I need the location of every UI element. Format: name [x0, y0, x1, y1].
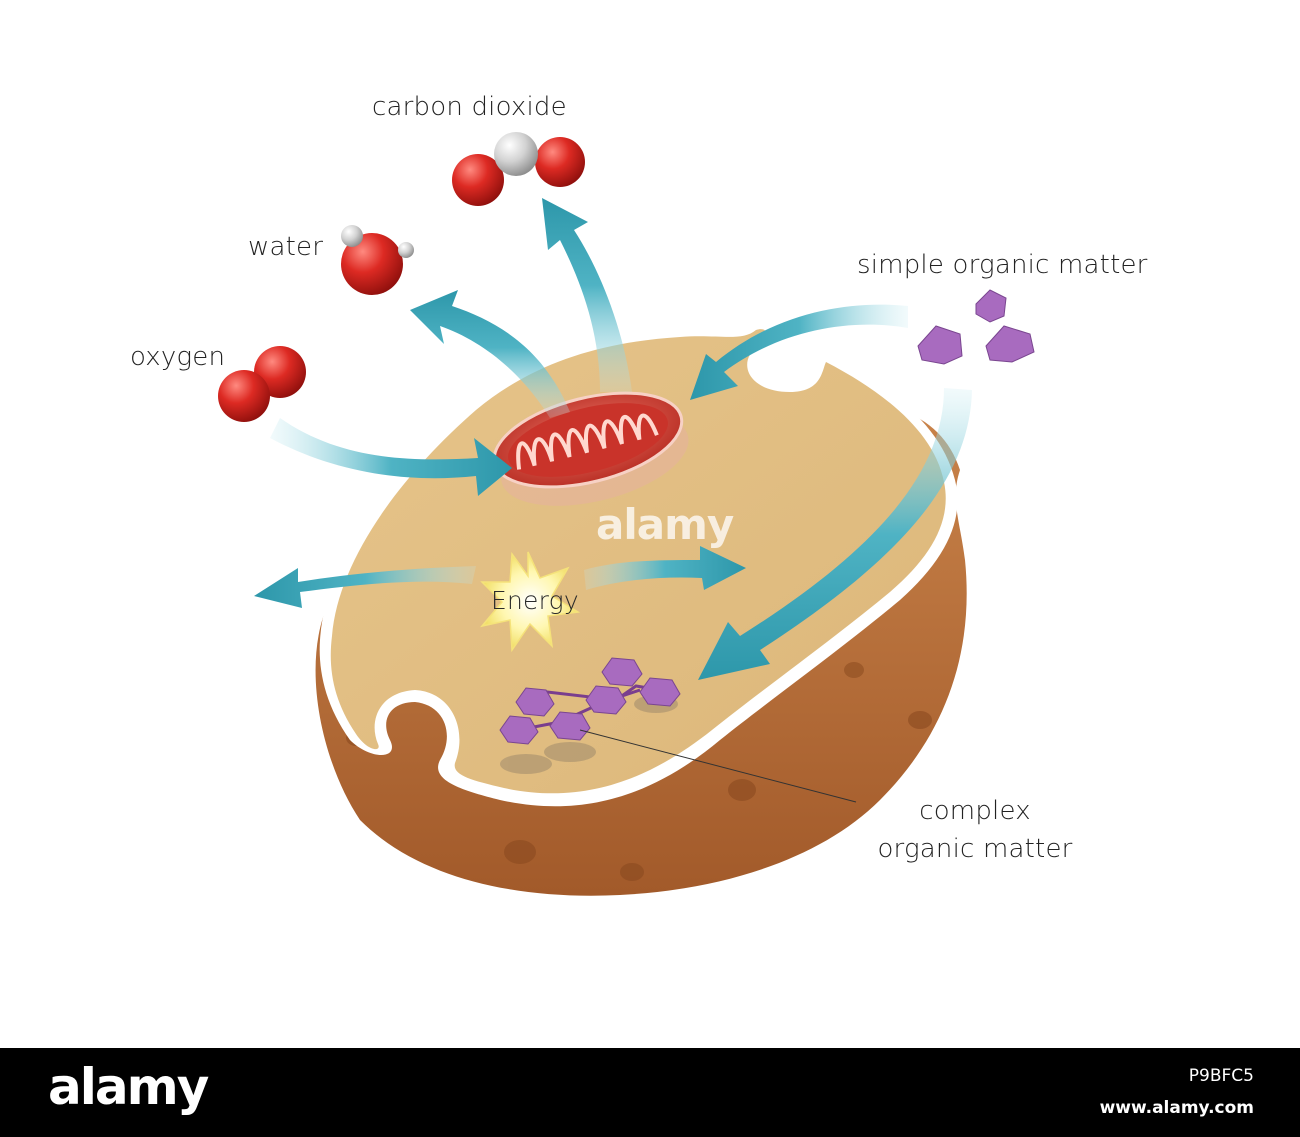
mitochondrion-cristae — [516, 413, 659, 470]
carbon-dioxide-molecule-icon — [452, 132, 585, 206]
arrow-energy-right — [584, 546, 746, 590]
arrow-simple-to-mitochondrion — [690, 304, 908, 400]
cell-pit — [620, 863, 644, 881]
label-simple-organic-matter: simple organic matter — [857, 250, 1148, 280]
oxygen-molecule-icon — [218, 346, 306, 422]
arrow-co2-out — [542, 198, 632, 392]
label-carbon-dioxide: carbon dioxide — [372, 92, 567, 122]
water-molecule-icon — [341, 225, 414, 295]
arrow-energy-left — [254, 566, 476, 608]
complex-organic-leader-line — [579, 729, 857, 803]
energy-star-icon — [480, 551, 581, 653]
diagram-canvas: carbon dioxide water oxygen simple organ… — [130, 92, 1148, 896]
label-energy: Energy — [491, 586, 579, 615]
stock-footer-bar: alamy P9BFC5 www.alamy.com — [0, 1048, 1300, 1137]
complex-organic-matter-icon — [499, 657, 857, 803]
arrow-simple-to-complex — [698, 388, 972, 680]
cell-pit — [504, 840, 536, 864]
simple-organic-matter-icon — [917, 289, 1035, 365]
cell-pit — [728, 779, 756, 801]
cell-respiration-illustration — [218, 132, 1035, 896]
arrow-oxygen-in — [270, 418, 512, 496]
label-oxygen: oxygen — [130, 342, 226, 372]
footer-url: www.alamy.com — [1099, 1098, 1254, 1118]
footer-image-id: P9BFC5 — [1188, 1066, 1254, 1086]
arrow-water-out — [410, 290, 570, 418]
mitochondrion — [492, 391, 689, 506]
watermark: alamy — [596, 500, 734, 549]
cell-cut-surface — [330, 329, 946, 794]
label-water: water — [248, 232, 324, 262]
footer-logo: alamy — [48, 1058, 209, 1116]
cell-pit — [908, 711, 932, 729]
cell-pit — [844, 662, 864, 678]
label-complex-organic-matter: complex organic matter — [877, 796, 1073, 864]
